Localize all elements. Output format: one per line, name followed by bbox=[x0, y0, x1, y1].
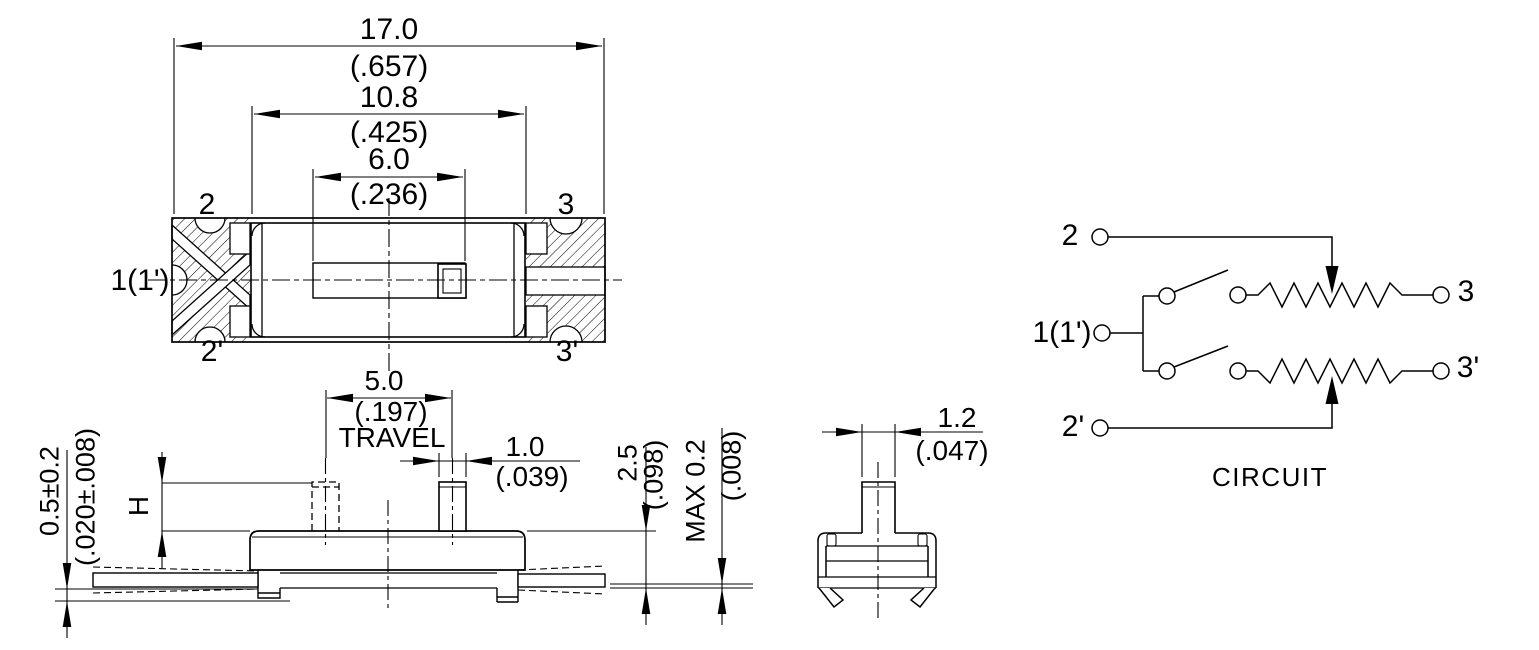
side-view-drawing bbox=[55, 390, 753, 638]
dim-lead-thickness-inch: (.020±.008) bbox=[70, 428, 101, 566]
circuit-terminal-label-3p: 3' bbox=[1456, 351, 1480, 384]
terminal-notch-3p bbox=[549, 325, 583, 343]
clip-foot-left bbox=[818, 587, 845, 609]
circuit-drawing bbox=[1091, 228, 1450, 437]
switch-arm-bottom bbox=[1173, 345, 1229, 368]
wiper-arrow-bottom bbox=[1325, 376, 1339, 404]
circuit-terminal-label-1: 1(1') bbox=[1032, 316, 1092, 349]
terminal-circle-2p bbox=[1091, 419, 1109, 437]
terminal-notch-2 bbox=[194, 217, 226, 234]
resistor-top bbox=[1246, 281, 1433, 309]
dim-knob-width-lines bbox=[400, 453, 580, 477]
dim-knob-thickness-mm: 1.2 bbox=[937, 402, 977, 433]
switch-contact-top bbox=[1158, 287, 1176, 305]
dim-overall-width-inch: (.657) bbox=[349, 50, 429, 83]
dim-slot-width-mm: 6.0 bbox=[368, 143, 410, 176]
clip-foot-right bbox=[909, 587, 936, 609]
dim-mount-width-mm: 10.8 bbox=[359, 81, 419, 114]
dim-slot-width-inch: (.236) bbox=[349, 178, 429, 211]
switch-contact-bottom bbox=[1158, 362, 1176, 380]
dim-knob-thickness-lines bbox=[822, 424, 983, 477]
wiper-arrow-top bbox=[1325, 266, 1339, 294]
end-view-drawing bbox=[817, 424, 983, 618]
dim-lead-thickness-lines bbox=[62, 450, 72, 638]
dim-mount-width-lines bbox=[251, 106, 527, 214]
circuit-terminal-label-2: 2 bbox=[1061, 219, 1079, 252]
terminal-circle-2 bbox=[1091, 228, 1109, 246]
dim-mount-width-inch: (.425) bbox=[349, 116, 429, 149]
top-view-drawing bbox=[148, 38, 622, 374]
lead-right bbox=[517, 573, 606, 588]
dim-slot-width-lines bbox=[312, 169, 466, 261]
circuit-terminal-label-3: 3 bbox=[1457, 275, 1475, 308]
dim-travel-label: TRAVEL bbox=[338, 422, 446, 453]
pin-label-2p: 2' bbox=[200, 335, 224, 368]
circuit-terminal-label-2p: 2' bbox=[1061, 410, 1085, 443]
circuit-title: CIRCUIT bbox=[1212, 462, 1328, 492]
dim-knob-height-lines bbox=[157, 452, 312, 568]
dim-knob-thickness-inch: (.047) bbox=[915, 435, 989, 466]
terminal-circle-3p bbox=[1432, 362, 1450, 380]
dim-overall-width-mm: 17.0 bbox=[359, 13, 419, 46]
dim-coplanarity-lines bbox=[717, 428, 727, 625]
resistor-bottom bbox=[1246, 357, 1433, 385]
lead-left bbox=[92, 572, 259, 588]
dim-travel-mm: 5.0 bbox=[364, 365, 404, 396]
dim-body-height-mm: 2.5 bbox=[612, 444, 643, 482]
dim-lead-thickness-mm: 0.5±0.2 bbox=[34, 446, 65, 536]
terminal-notch-3 bbox=[549, 217, 583, 235]
dim-knob-width-inch: (.039) bbox=[495, 461, 569, 492]
pin-label-1: 1(1') bbox=[110, 264, 170, 297]
terminal-circle-3 bbox=[1432, 286, 1450, 304]
dim-overall-width-lines bbox=[173, 38, 605, 214]
pin-label-3p: 3' bbox=[555, 335, 579, 368]
dim-coplanarity-mm: MAX 0.2 bbox=[680, 439, 711, 543]
terminal-notch-2p bbox=[194, 326, 226, 343]
dim-body-height-lines bbox=[527, 447, 656, 625]
switch-arm-top bbox=[1173, 269, 1229, 293]
dim-knob-height-label: H bbox=[123, 495, 154, 517]
dim-knob-width-mm: 1.0 bbox=[505, 431, 545, 462]
dim-coplanarity-inch: (.008) bbox=[716, 430, 747, 502]
pin-label-3: 3 bbox=[557, 188, 575, 221]
pin-label-2: 2 bbox=[198, 188, 216, 221]
dim-travel-lines bbox=[325, 390, 453, 458]
terminal-circle-1 bbox=[1093, 324, 1111, 342]
dim-body-height-inch: (.098) bbox=[638, 439, 669, 511]
dim-travel-inch: (.197) bbox=[354, 396, 428, 427]
